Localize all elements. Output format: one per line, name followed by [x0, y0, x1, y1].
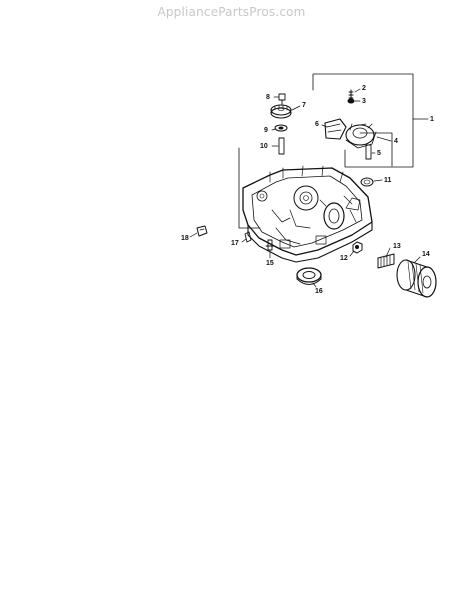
fitting-part-18 — [196, 225, 208, 237]
callout-1: 1 — [430, 116, 434, 123]
callout-12: 12 — [340, 255, 348, 262]
gear-part-7 — [270, 104, 292, 119]
callout-13: 13 — [393, 243, 401, 250]
callout-5: 5 — [377, 150, 381, 157]
callout-2: 2 — [362, 85, 366, 92]
washer-part-9 — [274, 124, 288, 132]
callout-7: 7 — [302, 102, 306, 109]
callout-16: 16 — [315, 288, 323, 295]
callout-10: 10 — [260, 143, 268, 150]
oil-filter-part-14 — [396, 259, 437, 298]
callout-3: 3 — [362, 98, 366, 105]
bracket-lines — [238, 73, 429, 229]
bolt-part-17 — [244, 231, 252, 243]
callout-9: 9 — [264, 127, 268, 134]
crankcase-drawing — [242, 165, 373, 263]
gear-housing-part-6 — [324, 118, 377, 149]
oring-part-11 — [360, 177, 374, 187]
callout-4: 4 — [394, 138, 398, 145]
seal-part-16 — [296, 267, 322, 285]
watermark-text: AppliancePartsPros.com — [157, 5, 306, 19]
bolt-part-2-3 — [347, 89, 355, 104]
leader-lines — [189, 88, 421, 288]
shaft-part-10 — [278, 137, 285, 155]
fitting-part-13 — [377, 253, 395, 269]
nut-part-12 — [352, 241, 363, 254]
callout-8: 8 — [266, 94, 270, 101]
callout-17: 17 — [231, 240, 239, 247]
callout-14: 14 — [422, 251, 430, 258]
callout-6: 6 — [315, 121, 319, 128]
callout-11: 11 — [384, 177, 392, 184]
callout-15: 15 — [266, 260, 274, 267]
callout-18: 18 — [181, 235, 189, 242]
fitting-part-15 — [265, 239, 275, 251]
pin-part-5 — [365, 144, 372, 160]
bolt-part-8 — [278, 93, 286, 105]
